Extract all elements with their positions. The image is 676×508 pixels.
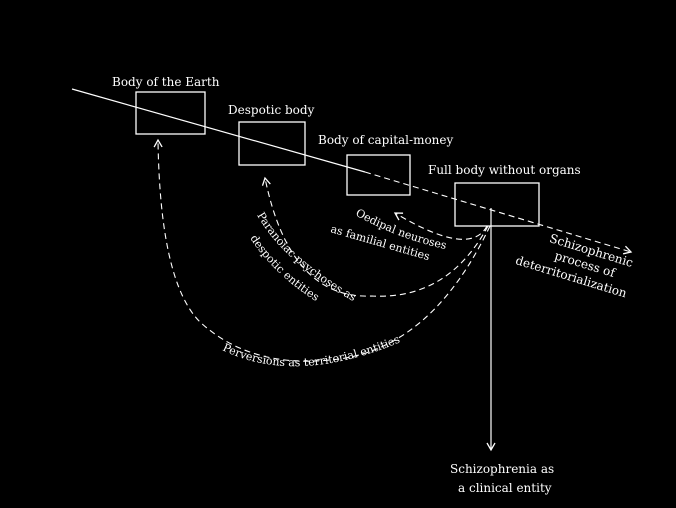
bwo-box: [454, 182, 540, 227]
arc-oedipal: [393, 212, 488, 240]
capital-money-box: [346, 154, 411, 196]
arc-perversions: [153, 138, 491, 362]
capital-money-label: Body of capital-money: [318, 133, 453, 147]
process-axis-solid: [71, 88, 366, 173]
arc-paranoiac: [261, 176, 489, 297]
arc-perversions-label: Perversions as territorial entities: [221, 333, 402, 370]
despotic-body-box: [238, 121, 306, 166]
clinical-label-line-1: Schizophrenia as: [450, 462, 554, 476]
bwo-label: Full body without organs: [428, 163, 581, 177]
body-of-earth-label: Body of the Earth: [112, 75, 220, 89]
process-axis-dashed: [364, 171, 633, 255]
despotic-body-label: Despotic body: [228, 103, 315, 117]
body-of-earth-box: [135, 91, 206, 135]
clinical-label-line-2: a clinical entity: [458, 481, 552, 495]
